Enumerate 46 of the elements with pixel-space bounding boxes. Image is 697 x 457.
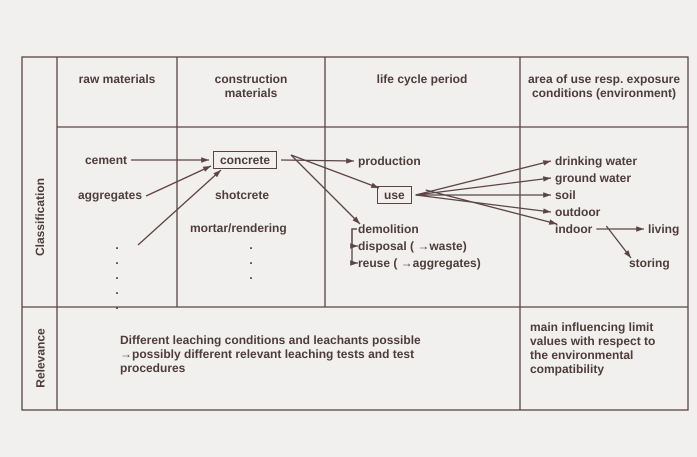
- column-header: construction materials: [214, 72, 288, 100]
- arrow: [416, 194, 552, 214]
- term-label: cement: [85, 153, 128, 167]
- arrow: [290, 154, 360, 224]
- term-label: drinking water: [555, 154, 638, 168]
- column-header: area of use resp. exposure conditions (environment): [526, 72, 682, 100]
- arrow: [138, 170, 222, 246]
- term-label: indoor: [555, 222, 592, 236]
- column-header: raw materials: [78, 72, 156, 86]
- row-header: Relevance: [33, 328, 48, 388]
- ellipsis-dot: .: [115, 253, 119, 267]
- arrow: [606, 226, 632, 258]
- ellipsis-dot: .: [115, 238, 119, 252]
- ellipsis-dot: .: [115, 283, 119, 297]
- arrow: [281, 158, 354, 164]
- term-label: storing: [629, 256, 670, 270]
- ellipsis-dot: .: [249, 268, 253, 282]
- arrow: [146, 165, 212, 197]
- term-label: mortar/rendering: [190, 221, 287, 235]
- relevance-text: Different leaching conditions and leachants possible →possibly different relevant leaching tests and test procedures: [120, 333, 422, 375]
- term-label: living: [648, 222, 680, 236]
- ellipsis-dot: .: [249, 238, 253, 252]
- relevance-text: main influencing limit values with respect to the environmental compatibility: [530, 320, 656, 376]
- arrow: [596, 226, 644, 232]
- arrow: [290, 154, 380, 189]
- term-label: disposal ( →waste): [358, 239, 467, 253]
- arrow: [350, 228, 358, 266]
- row-header: Classification: [33, 178, 48, 256]
- term-label: shotcrete: [215, 188, 270, 202]
- term-label: aggregates: [78, 188, 142, 202]
- ellipsis-dot: .: [115, 268, 119, 282]
- arrow: [131, 157, 209, 163]
- term-box: concrete: [213, 151, 278, 169]
- term-label: demolition: [358, 222, 419, 236]
- column-header: life cycle period: [376, 72, 468, 86]
- term-label: outdoor: [555, 205, 600, 219]
- arrow: [416, 176, 552, 196]
- arrow: [416, 160, 552, 196]
- term-label: soil: [555, 188, 576, 202]
- term-label: reuse ( →aggregates): [358, 256, 481, 270]
- ellipsis-dot: .: [115, 298, 119, 312]
- arrow: [426, 189, 558, 225]
- term-label: ground water: [555, 171, 632, 185]
- term-label: production: [358, 154, 421, 168]
- term-box: use: [377, 186, 412, 204]
- ellipsis-dot: .: [249, 253, 253, 267]
